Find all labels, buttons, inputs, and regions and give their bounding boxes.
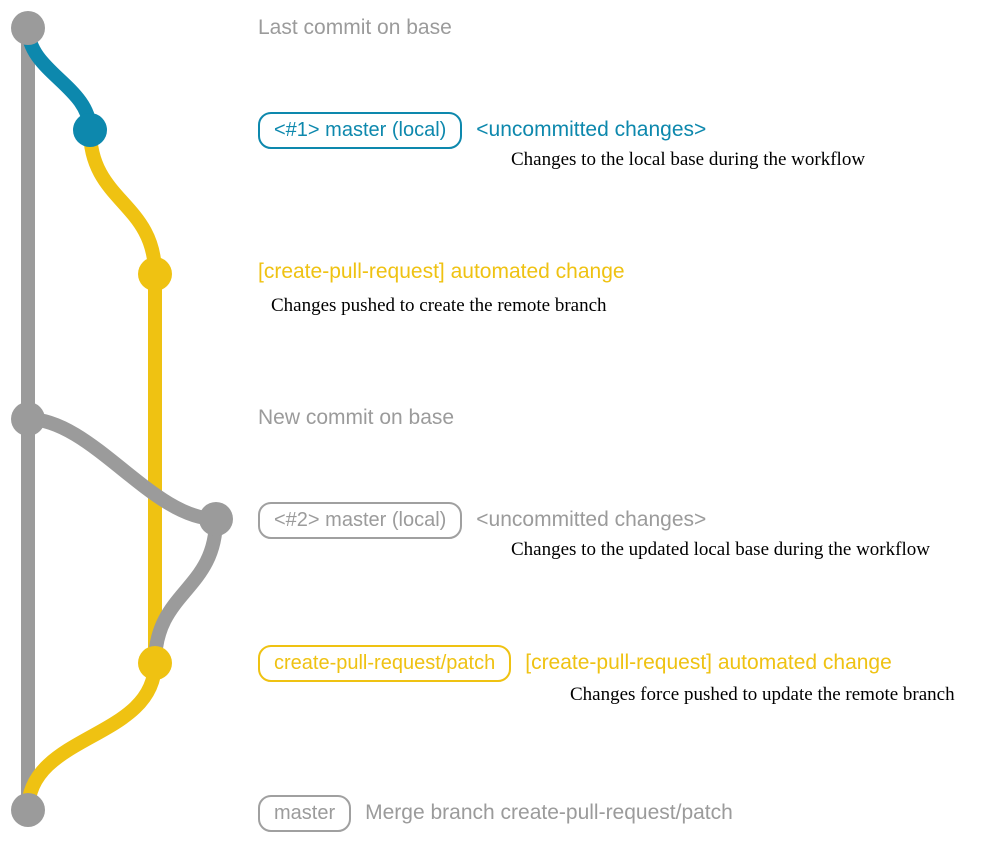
commit-message-last-commit: Last commit on base: [258, 16, 452, 39]
branch-line-local-2: [21, 412, 223, 526]
commit-row-master-local-1: <#1> master (local) <uncommitted changes…: [258, 112, 706, 149]
branch-line-merge-back: [21, 656, 162, 817]
branch-line-local2-to-remote2: [148, 512, 223, 670]
commit-row-last-commit: Last commit on base: [258, 16, 452, 40]
commit-node-last-commit-on-base[interactable]: [11, 11, 45, 45]
commit-node-merge-commit[interactable]: [11, 793, 45, 827]
commit-note-master-local-2: Changes to the updated local base during…: [511, 539, 930, 560]
commit-row-merge: master Merge branch create-pull-request/…: [258, 795, 733, 832]
branch-badge-master[interactable]: master: [258, 795, 352, 832]
branch-badge-master-local-2[interactable]: <#2> master (local): [258, 502, 463, 539]
commit-message-new-commit: New commit on base: [258, 406, 455, 429]
commit-node-master-local-1[interactable]: [73, 113, 107, 147]
commit-message-master-local-2: <uncommitted changes>: [476, 508, 707, 531]
commit-node-automated-change-2[interactable]: [138, 646, 172, 680]
commit-message-automated-change-1: [create-pull-request] automated change: [258, 260, 625, 283]
branch-badge-create-pull-request-patch[interactable]: create-pull-request/patch: [258, 645, 512, 682]
branch-badge-master-local-1[interactable]: <#1> master (local): [258, 112, 463, 149]
commit-row-master-local-2: <#2> master (local) <uncommitted changes…: [258, 502, 706, 539]
commit-node-automated-change-1[interactable]: [138, 257, 172, 291]
branch-line-remote-1: [83, 123, 162, 281]
commit-message-merge: Merge branch create-pull-request/patch: [365, 801, 733, 824]
commit-message-master-local-1: <uncommitted changes>: [476, 118, 707, 141]
commit-note-automated-change-2: Changes force pushed to update the remot…: [570, 684, 955, 705]
commit-row-automated-change-2: create-pull-request/patch [create-pull-r…: [258, 645, 892, 682]
commit-row-new-commit: New commit on base: [258, 406, 454, 430]
commit-node-new-commit-on-base[interactable]: [11, 402, 45, 436]
commit-note-automated-change-1: Changes pushed to create the remote bran…: [271, 295, 607, 316]
commit-message-automated-change-2: [create-pull-request] automated change: [525, 651, 892, 674]
commit-node-master-local-2[interactable]: [199, 502, 233, 536]
commit-note-master-local-1: Changes to the local base during the wor…: [511, 149, 866, 170]
commit-row-automated-change-1: [create-pull-request] automated change: [258, 260, 625, 284]
